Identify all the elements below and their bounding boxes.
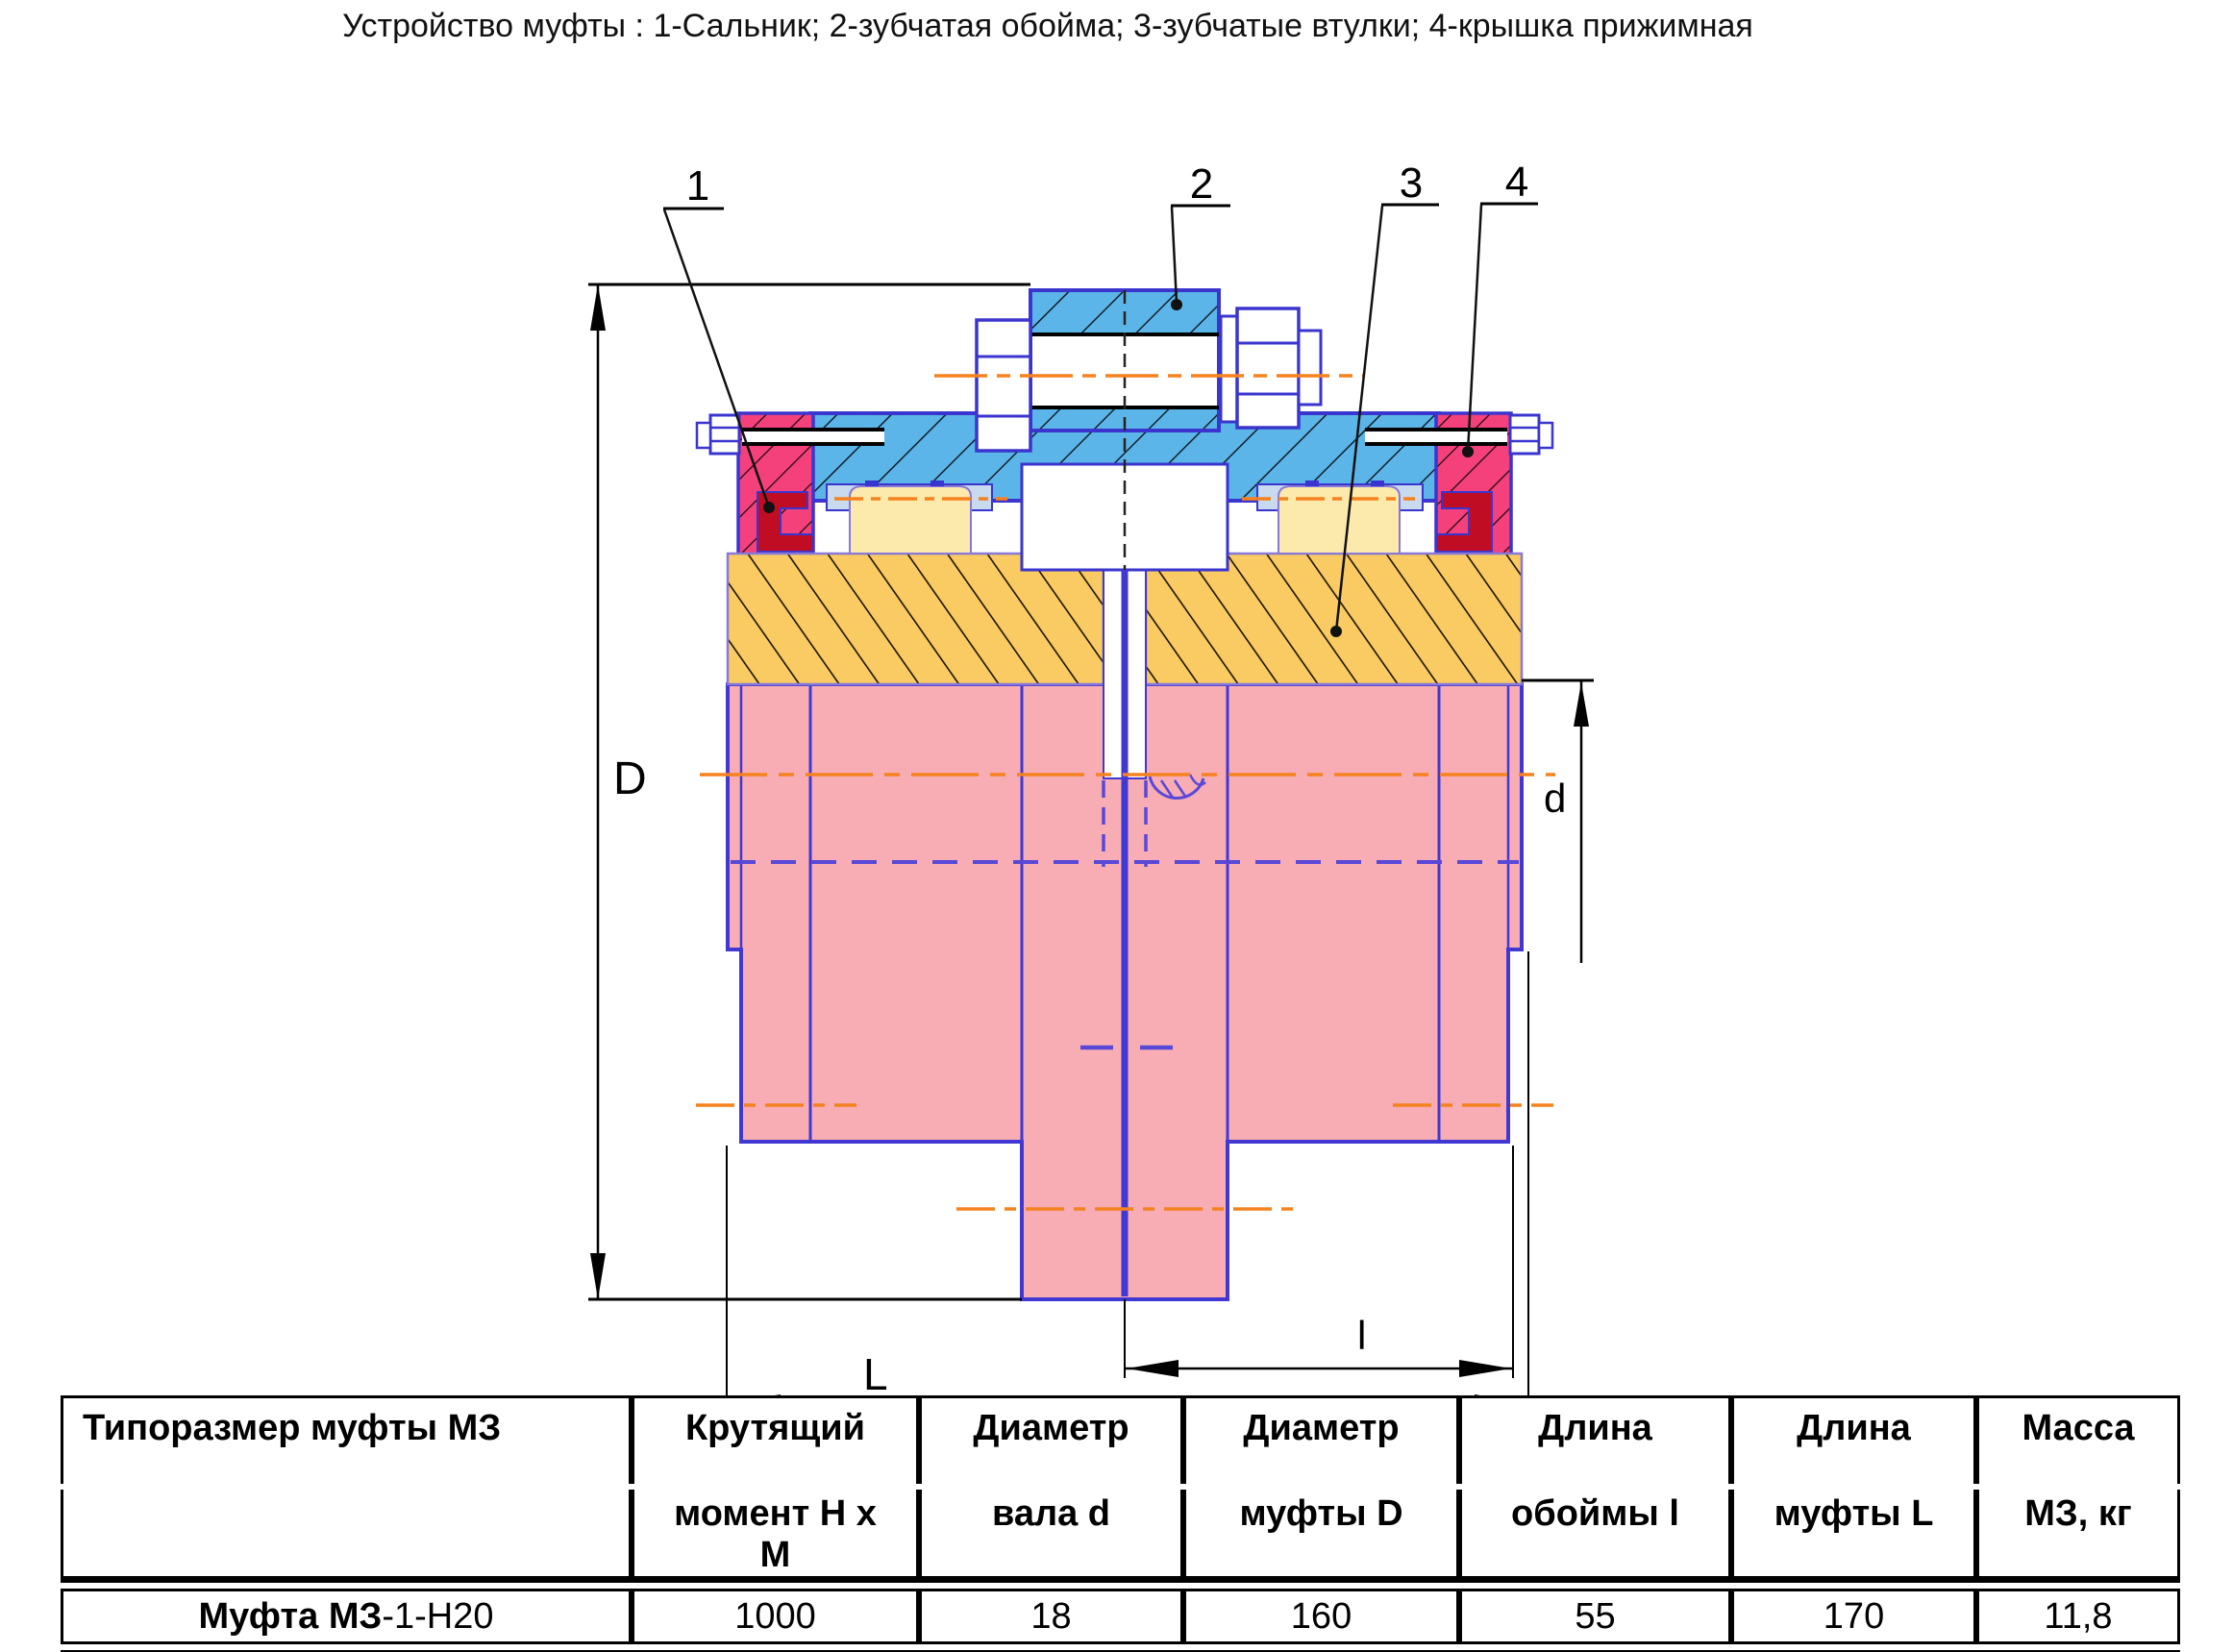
pressure-cover-right xyxy=(1365,411,1554,559)
callout-4-number: 4 xyxy=(1505,159,1528,206)
col-header-shaft-d-2: вала d xyxy=(919,1490,1183,1583)
dim-label-L: L xyxy=(863,1349,888,1399)
dim-label-d: d xyxy=(1544,776,1566,821)
callout-4: 4 xyxy=(1462,159,1538,457)
callout-3-number: 3 xyxy=(1400,160,1423,207)
col-header-sleeve-l: Длина xyxy=(1459,1395,1731,1484)
cell-mass: 11,8 xyxy=(1976,1589,2180,1644)
callout-3: 3 xyxy=(1330,160,1439,637)
cell-shaft-d: 18 xyxy=(919,1589,1183,1644)
dim-label-D: D xyxy=(613,753,647,804)
dimension-D: D xyxy=(588,283,1030,1301)
col-header-coupling-d: Диаметр xyxy=(1183,1395,1459,1484)
keyway-arc xyxy=(1148,776,1205,800)
center-split xyxy=(1020,290,1229,1296)
dimension-d: d xyxy=(1522,678,1594,963)
col-header-mass: Масса xyxy=(1976,1395,2180,1484)
callout-2-number: 2 xyxy=(1190,160,1213,208)
col-header-torque-2: момент Н х М xyxy=(632,1490,919,1583)
dim-label-l: l xyxy=(1357,1313,1366,1358)
col-header-torque: Крутящий xyxy=(632,1395,919,1484)
col-header-type: Типоразмер муфты МЗ xyxy=(61,1395,632,1484)
col-header-mass-2: МЗ, кг xyxy=(1976,1490,2180,1583)
header-row-2: момент Н х М вала d муфты D обоймы l муф… xyxy=(61,1490,2180,1583)
page-title: Устройство муфты : 1-Сальник; 2-зубчатая… xyxy=(342,8,1753,44)
cell-type: Муфта МЗ-1-Н20 xyxy=(61,1589,632,1644)
seal-right xyxy=(1435,491,1493,553)
col-header-coupling-l-2: муфты L xyxy=(1731,1490,1976,1583)
table-row-cut xyxy=(61,1650,2180,1652)
cell-torque: 1000 xyxy=(632,1589,919,1644)
dimension-l: l xyxy=(1124,1146,1514,1378)
flange-bolt xyxy=(975,307,1323,453)
callout-1-number: 1 xyxy=(686,162,709,210)
pressure-cover-left xyxy=(695,411,884,559)
table-row: Муфта МЗ-1-Н20 1000 18 160 55 170 11,8 xyxy=(61,1589,2180,1644)
col-header-shaft-d: Диаметр xyxy=(919,1395,1183,1484)
callouts: 1 2 3 4 xyxy=(662,159,1538,637)
hidden-lines xyxy=(731,774,1519,1050)
header-row-1: Типоразмер муфты МЗ Крутящий Диаметр Диа… xyxy=(61,1395,2180,1484)
cell-coupling-d: 160 xyxy=(1183,1589,1459,1644)
centerlines xyxy=(696,374,1555,1211)
cell-coupling-l: 170 xyxy=(1731,1589,1976,1644)
col-header-type-2 xyxy=(61,1490,632,1583)
callout-2: 2 xyxy=(1170,160,1230,310)
cell-sleeve-l: 55 xyxy=(1459,1589,1731,1644)
col-header-coupling-d-2: муфты D xyxy=(1183,1490,1459,1583)
callout-1: 1 xyxy=(662,162,775,513)
toothed-bushing-left xyxy=(726,481,1105,686)
col-header-sleeve-l-2: обоймы l xyxy=(1459,1490,1731,1583)
col-header-coupling-l: Длина xyxy=(1731,1395,1976,1484)
coupling-spec-table: Типоразмер муфты МЗ Крутящий Диаметр Диа… xyxy=(61,1390,2180,1652)
